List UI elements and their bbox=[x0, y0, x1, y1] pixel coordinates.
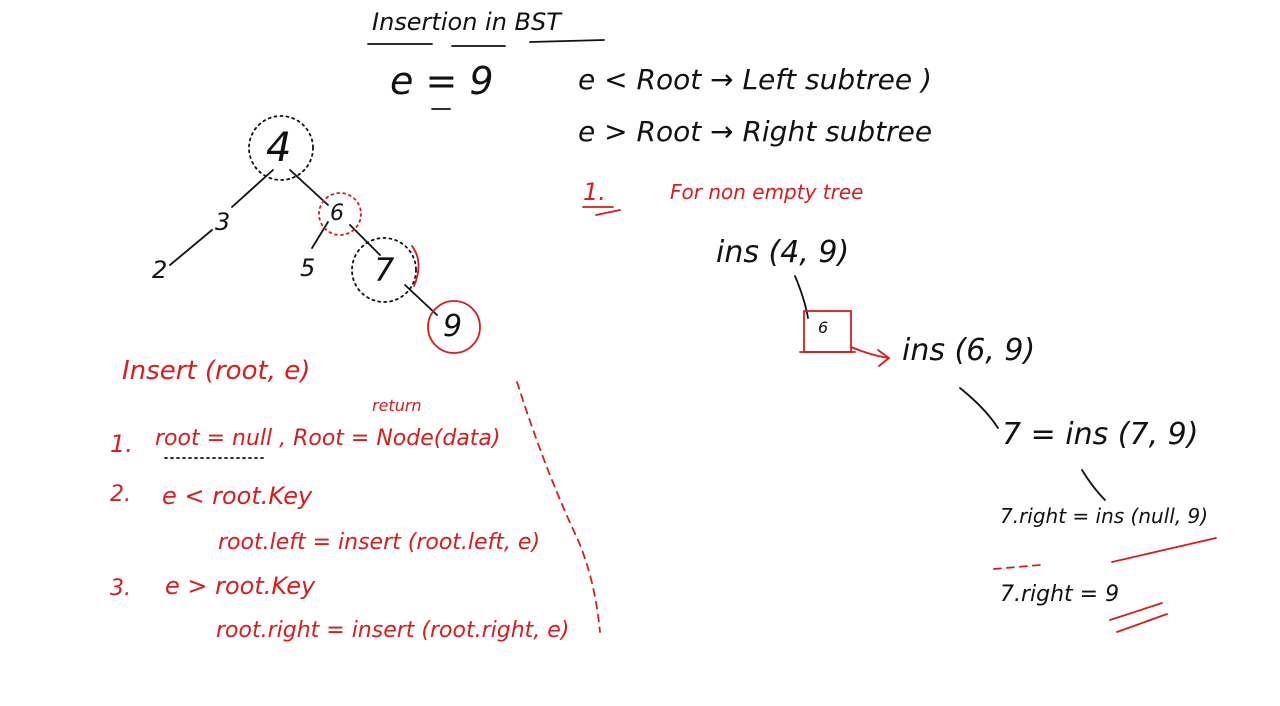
call-ins-null-9: 7.right = ins (null, 9) bbox=[1000, 504, 1209, 528]
tree-node-9: 9 bbox=[443, 309, 463, 344]
edge-4-6 bbox=[289, 169, 329, 206]
tree-node-6: 6 bbox=[330, 201, 344, 226]
title-underline bbox=[529, 39, 605, 43]
call-box-value: 6 bbox=[818, 318, 829, 337]
edge-7-9 bbox=[404, 284, 438, 316]
algorithm-step3-body: root.right = insert (root.right, e) bbox=[216, 618, 570, 643]
algorithm-step3-number: 3. bbox=[110, 576, 131, 601]
call-arrow-head bbox=[877, 349, 891, 367]
call-ins-6-9: ins (6, 9) bbox=[902, 333, 1036, 368]
algorithm-signature: Insert (root, e) bbox=[122, 356, 311, 386]
edge-4-3 bbox=[231, 169, 274, 208]
tree-node-5: 5 bbox=[300, 254, 316, 282]
call-arrow bbox=[850, 346, 889, 359]
rule-left: e < Root → Left subtree ) bbox=[578, 63, 932, 96]
step-description: For non empty tree bbox=[670, 180, 864, 204]
page-title: Insertion in BST bbox=[372, 8, 561, 36]
step-number: 1. bbox=[583, 178, 606, 206]
algorithm-step2-body: root.left = insert (root.left, e) bbox=[218, 530, 541, 555]
rule-right: e > Root → Right subtree bbox=[578, 115, 933, 148]
node-circle-7 bbox=[351, 237, 417, 303]
call-ins-4-9: ins (4, 9) bbox=[716, 235, 850, 270]
call-link bbox=[959, 387, 999, 429]
result-underline bbox=[1111, 537, 1217, 563]
step-underline bbox=[595, 209, 621, 216]
divider bbox=[516, 381, 601, 633]
tree-node-2: 2 bbox=[152, 256, 168, 284]
algorithm-step3: e > root.Key bbox=[165, 572, 316, 600]
return-annotation: return bbox=[372, 396, 422, 415]
tree-node-7: 7 bbox=[374, 251, 395, 289]
edge-3-2 bbox=[169, 229, 213, 266]
result-double-underline bbox=[1109, 602, 1163, 621]
call-result: 7.right = 9 bbox=[1000, 582, 1120, 607]
edge-6-5 bbox=[311, 221, 329, 249]
call-link bbox=[794, 275, 809, 319]
edge-6-7 bbox=[349, 224, 381, 256]
node-circle-9 bbox=[427, 300, 481, 354]
tree-node-4: 4 bbox=[266, 125, 292, 171]
result-underline bbox=[993, 564, 1041, 570]
given-value: e = 9 bbox=[390, 59, 494, 103]
tree-node-3: 3 bbox=[215, 208, 231, 236]
algorithm-step2-number: 2. bbox=[110, 482, 131, 507]
call-ins-7-9: 7 = ins (7, 9) bbox=[1002, 417, 1199, 452]
node-circle-6 bbox=[318, 192, 362, 236]
algorithm-step1-number: 1. bbox=[110, 430, 133, 458]
node-7-mark bbox=[411, 245, 420, 287]
node-circle-4 bbox=[248, 115, 314, 181]
call-link bbox=[1081, 469, 1106, 501]
algorithm-step2: e < root.Key bbox=[162, 482, 313, 510]
algorithm-step1: root = null , Root = Node(data) bbox=[155, 426, 501, 451]
result-double-underline bbox=[1116, 613, 1168, 633]
